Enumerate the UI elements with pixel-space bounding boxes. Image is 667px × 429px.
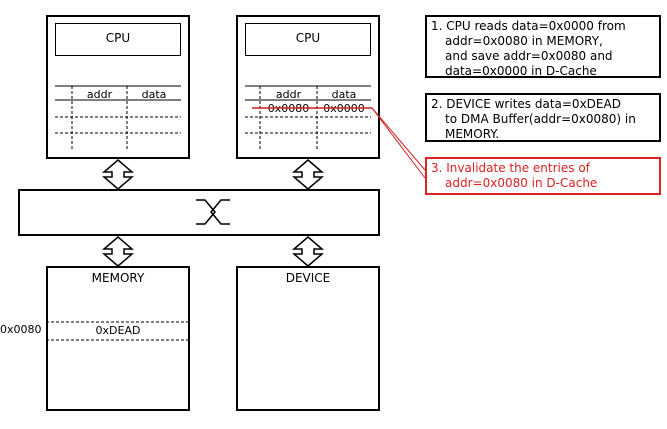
cpu-right-cache-table xyxy=(245,85,371,150)
note-step-2: 2. DEVICE writes data=0xDEAD to DMA Buff… xyxy=(425,93,661,142)
note-step-3: 3. Invalidate the entries of addr=0x0080… xyxy=(425,157,661,195)
note-1-line-4: data=0x0000 in D-Cache xyxy=(445,64,597,78)
note-1-line-2: addr=0x0080 in MEMORY, xyxy=(445,34,603,48)
cpu-right-title-box xyxy=(245,23,371,56)
memory-title: MEMORY xyxy=(91,271,145,285)
note-1-line-1: 1. CPU reads data=0x0000 from xyxy=(431,19,626,33)
note-2-line-1: 2. DEVICE writes data=0xDEAD xyxy=(431,97,621,111)
device-block xyxy=(236,266,380,411)
cpu-right-title: CPU xyxy=(295,31,321,45)
note-1-line-3: and save addr=0x0080 and xyxy=(445,49,613,63)
cpu-left-cache-table xyxy=(55,85,181,150)
note-2-line-3: MEMORY. xyxy=(445,127,500,141)
note-2-line-2: to DMA Buffer(addr=0x0080) in xyxy=(445,112,636,126)
memory-block xyxy=(46,266,190,411)
arrow-bus-memory-icon xyxy=(101,236,135,267)
note-step-1: 1. CPU reads data=0x0000 from addr=0x008… xyxy=(425,15,661,78)
cpu-left-title-box xyxy=(55,23,181,56)
bus-crossbar-icon xyxy=(196,199,230,225)
arrow-bus-device-icon xyxy=(291,236,325,267)
cpu-left-col-addr: addr xyxy=(86,88,113,101)
arrow-cpu-right-bus-icon xyxy=(291,159,325,190)
cpu-left-title: CPU xyxy=(105,31,131,45)
memory-side-address: 0x0080 xyxy=(0,323,42,336)
invalidate-callout xyxy=(371,107,426,179)
cpu-left-col-data: data xyxy=(141,88,167,101)
memory-cell xyxy=(46,321,188,341)
cpu-right-col-data: data xyxy=(331,88,357,101)
note-3-line-1: 3. Invalidate the entries of xyxy=(431,161,590,175)
note-3-line-2: addr=0x0080 in D-Cache xyxy=(445,176,598,190)
arrow-cpu-left-bus-icon xyxy=(101,159,135,190)
bus-block xyxy=(18,189,380,236)
memory-cell-value: 0xDEAD xyxy=(95,324,141,337)
device-title: DEVICE xyxy=(285,271,331,285)
cpu-right-col-addr: addr xyxy=(275,88,302,101)
